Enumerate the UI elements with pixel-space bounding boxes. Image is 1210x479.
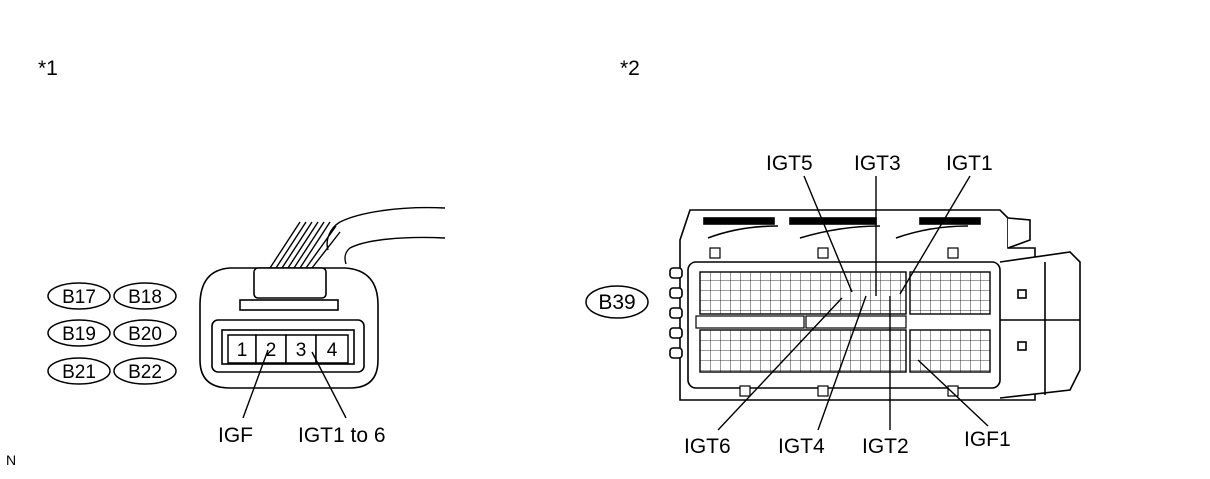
label-igt5: IGT5 [766, 152, 813, 175]
label-igt1-to-6: IGT1 to 6 [298, 424, 386, 447]
connector-id-badge [113, 319, 177, 347]
connector-id-b39: B39 [598, 291, 635, 314]
figure1-marker: *1 [38, 57, 58, 80]
label-igt3: IGT3 [854, 152, 901, 175]
figure1-leaders [242, 349, 347, 419]
pin-2: 2 [266, 340, 277, 361]
pin-1: 1 [237, 340, 248, 361]
wire-harness [269, 206, 446, 269]
connector-id-badge [47, 282, 111, 310]
connector-id-badge [113, 282, 177, 310]
connector-id-b17: B17 [62, 287, 96, 308]
connector-1-body [199, 267, 379, 389]
label-igt1: IGT1 [946, 152, 993, 175]
pin-3: 3 [296, 340, 307, 361]
connector-id-group: B17 B18 B19 B20 B21 B22 [47, 282, 177, 385]
connector-id-badge [113, 357, 177, 385]
connector-id-b19: B19 [62, 324, 96, 345]
corner-code: N [6, 452, 16, 468]
connector-id-b20: B20 [128, 324, 162, 345]
connector-id-badge [47, 319, 111, 347]
label-igf: IGF [218, 424, 253, 447]
label-igf1: IGF1 [964, 428, 1011, 451]
label-igt6: IGT6 [684, 435, 731, 458]
connector-id-b18: B18 [128, 287, 162, 308]
terminal-grids [695, 247, 991, 397]
figure2-leaders [717, 175, 989, 431]
connector-id-badge [47, 357, 111, 385]
connector-id-b21: B21 [62, 362, 96, 383]
figure2-marker: *2 [620, 57, 640, 80]
pin-4: 4 [327, 340, 338, 361]
connector-1-pins: 1 2 3 4 [227, 334, 349, 364]
label-igt4: IGT4 [778, 435, 825, 458]
connector-id-badge [585, 285, 649, 319]
connector-id-b22: B22 [128, 362, 162, 383]
label-igt2: IGT2 [862, 435, 909, 458]
